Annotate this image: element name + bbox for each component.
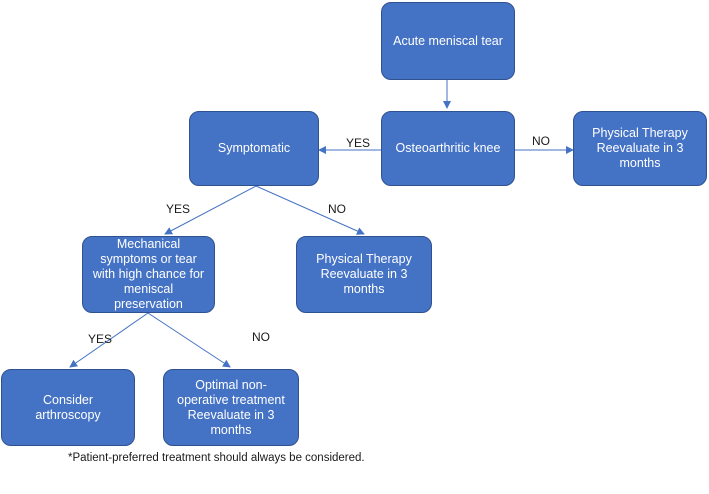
label-oa-no: NO (532, 134, 550, 148)
node-consider-arthroscopy: Consider arthroscopy (1, 369, 135, 446)
node-physical-therapy-mid: Physical Therapy Reevaluate in 3 months (296, 236, 432, 313)
node-acute-meniscal-tear: Acute meniscal tear (381, 2, 515, 80)
label-mechanical-no: NO (252, 330, 270, 344)
edge-mechanical-to-nonop (147, 312, 231, 368)
label-symptomatic-no: NO (328, 202, 346, 216)
node-physical-therapy-top: Physical Therapy Reevaluate in 3 months (573, 111, 707, 186)
node-non-operative-treatment: Optimal non-operative treatment Reevalua… (163, 369, 299, 446)
footnote: *Patient-preferred treatment should alwa… (68, 452, 365, 464)
edge-mechanical-to-arthroscopy (69, 312, 149, 368)
label-symptomatic-yes: YES (166, 202, 191, 216)
label-oa-yes: YES (346, 136, 371, 150)
node-symptomatic: Symptomatic (189, 111, 319, 186)
edge-symptomatic-to-mechanical (164, 185, 257, 235)
label-mechanical-yes: YES (88, 332, 113, 346)
node-osteoarthritic-knee: Osteoarthritic knee (381, 111, 515, 186)
edge-symptomatic-to-pt (255, 185, 365, 235)
node-mechanical-symptoms: Mechanical symptoms or tear with high ch… (82, 236, 215, 313)
